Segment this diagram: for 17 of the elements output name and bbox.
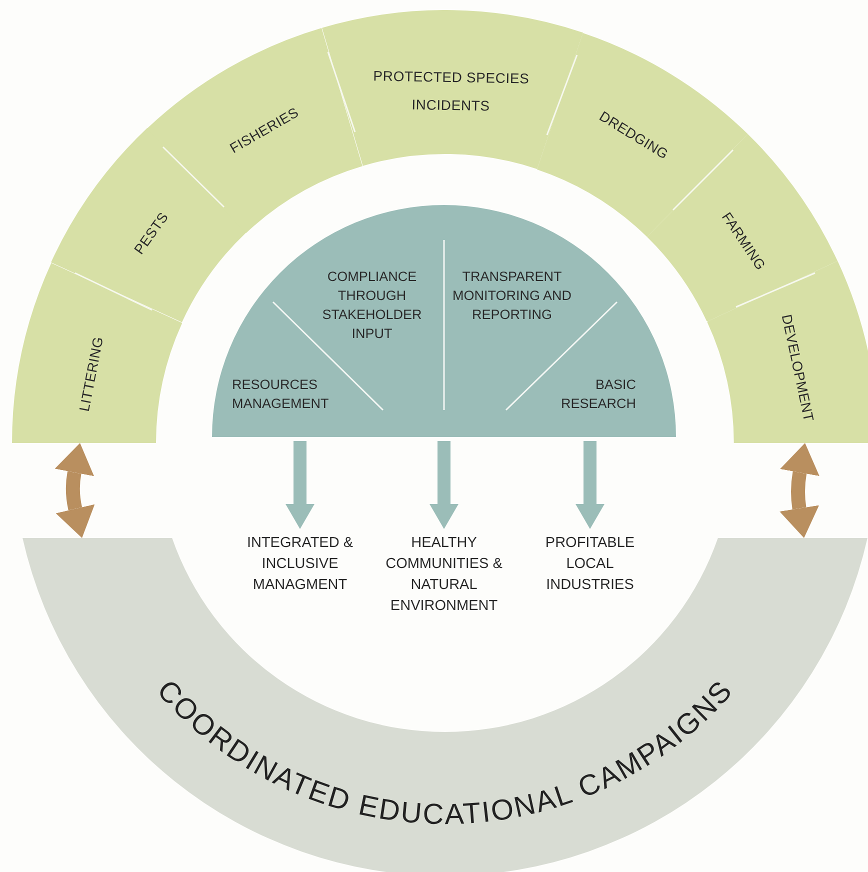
arrow [286, 441, 314, 529]
outcome-label: HEALTHY COMMUNITIES & NATURAL ENVIRONMENT [380, 533, 508, 617]
semicircle-panel [212, 205, 676, 437]
double-arrow [780, 442, 820, 538]
section-label: RESOURCES MANAGEMENT [232, 375, 352, 413]
ring-segment [322, 10, 584, 170]
outcome-label: PROFITABLE LOCAL INDUSTRIES [534, 533, 646, 596]
segment-label: PROTECTED SPECIES INCIDENTS [372, 66, 531, 116]
arrow [576, 441, 604, 529]
arrow [430, 441, 458, 529]
section-label: TRANSPARENT MONITORING AND REPORTING [450, 267, 574, 324]
outcome-label: INTEGRATED & INCLUSIVE MANAGMENT [243, 533, 357, 596]
section-label: BASIC RESEARCH [530, 375, 636, 413]
segment-label: LITTERING [74, 334, 107, 414]
section-label: COMPLIANCE THROUGH STAKEHOLDER INPUT [310, 267, 434, 343]
double-arrow [54, 442, 95, 538]
ring-segment [12, 262, 182, 443]
